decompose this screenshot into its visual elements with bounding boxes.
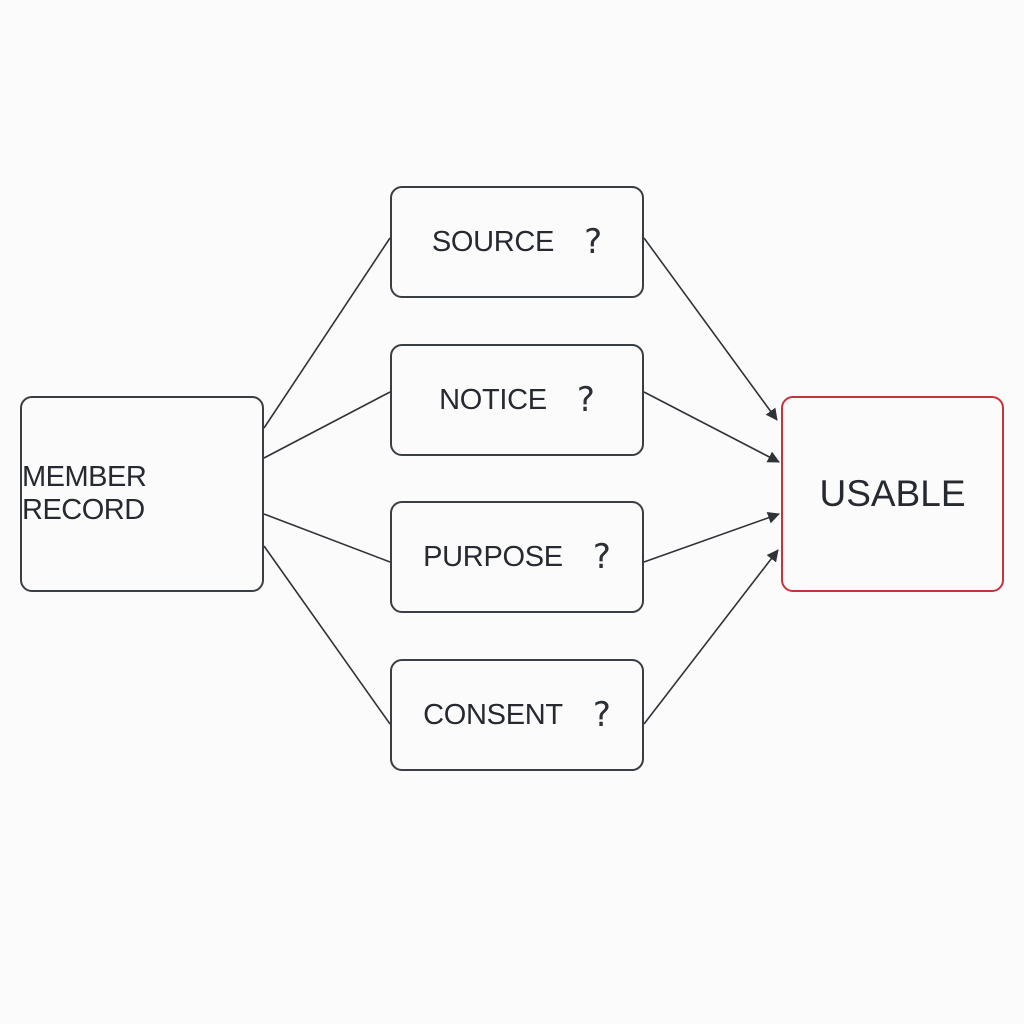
purpose-check-label: PURPOSE bbox=[423, 540, 563, 573]
consent-check-node: CONSENT ? bbox=[390, 659, 644, 771]
notice-check-node: NOTICE ? bbox=[390, 344, 644, 456]
member-record-label: MEMBER RECORD bbox=[22, 461, 147, 526]
question-mark-icon: ? bbox=[584, 222, 603, 262]
usable-node: USABLE bbox=[781, 396, 1004, 592]
notice-check-label: NOTICE bbox=[439, 383, 547, 416]
question-mark-icon: ? bbox=[592, 695, 611, 735]
consent-check-label: CONSENT bbox=[423, 698, 563, 731]
edge-record-to-source bbox=[263, 237, 391, 429]
usable-label: USABLE bbox=[819, 473, 966, 514]
question-mark-icon: ? bbox=[592, 537, 611, 577]
source-check-label: SOURCE bbox=[431, 225, 555, 258]
edge-record-to-consent bbox=[263, 545, 391, 725]
edge-consent-to-usable bbox=[643, 549, 779, 725]
edge-record-to-purpose bbox=[263, 513, 391, 563]
edge-record-to-notice bbox=[263, 391, 391, 459]
source-check-node: SOURCE ? bbox=[390, 186, 644, 298]
purpose-check-node: PURPOSE ? bbox=[390, 501, 644, 613]
edge-purpose-to-usable bbox=[643, 512, 780, 563]
edge-notice-to-usable bbox=[643, 391, 780, 463]
member-record-node: MEMBER RECORD bbox=[20, 396, 264, 592]
question-mark-icon: ? bbox=[576, 380, 595, 420]
edge-source-to-usable bbox=[643, 237, 778, 421]
